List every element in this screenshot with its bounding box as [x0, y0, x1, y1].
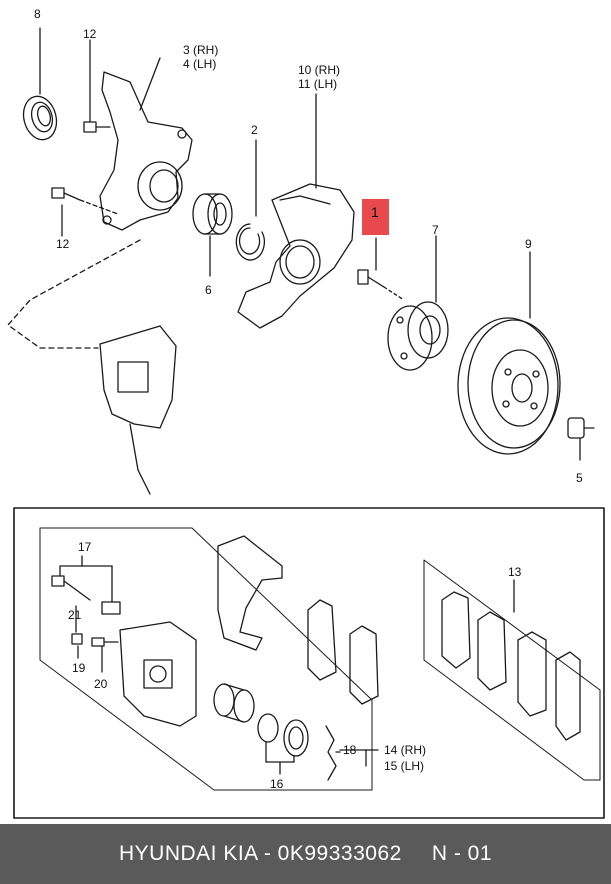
callout-8: 8: [34, 7, 41, 21]
highlighted-callout-1: 1: [362, 199, 389, 235]
inset-pad-set-outline: [423, 559, 601, 781]
callout-16: 16: [270, 777, 284, 791]
callout-9: 9: [525, 237, 532, 251]
oil-seal-part-8: [22, 27, 58, 141]
hub-bearing-part-6: [192, 193, 233, 277]
leader-dashed-caliper: [7, 239, 141, 349]
inset-caliper-body: [119, 621, 197, 727]
bolt-part-12-upper: [83, 39, 111, 133]
callout-10: 10 (RH): [298, 63, 341, 77]
footer-page-number: N - 01: [431, 842, 492, 865]
callout-13: 13: [508, 565, 522, 579]
wheel-hub-part-7: [387, 235, 449, 371]
footer-part-number: HYUNDAI KIA - 0K99333062: [118, 842, 402, 865]
callout-11: 11 (LH): [298, 77, 338, 91]
callout-17: 17: [78, 540, 92, 554]
seals-part-16: [257, 713, 309, 775]
bolt-part-12-lower: [51, 187, 119, 237]
guide-pin-part-17: [51, 555, 121, 615]
inset-brake-pads: [307, 599, 379, 705]
inset-caliper-bracket-outline: [39, 527, 373, 791]
small-bolts-parts-19-20-21: [71, 605, 119, 673]
callout-18: 18: [343, 743, 357, 757]
pad-set-part-13: [441, 579, 581, 741]
callout-14: 14 (RH): [384, 743, 427, 757]
nut-part-5: [567, 417, 595, 461]
steering-knuckle-part-3-4: [99, 57, 193, 231]
callout-19: 19: [72, 661, 86, 675]
callout-4: 4 (LH): [183, 57, 217, 71]
callout-12-lower: 12: [56, 237, 70, 251]
callout-1: 1: [371, 204, 379, 220]
callout-15: 15 (LH): [384, 759, 425, 773]
springs-part-18: [325, 725, 379, 781]
caliper-assembly-top: [99, 325, 177, 495]
callout-20: 20: [94, 677, 108, 691]
callout-12-upper: 12: [83, 27, 97, 41]
callout-6: 6: [205, 283, 212, 297]
caliper-bracket: [217, 535, 283, 651]
callout-21: 21: [68, 608, 82, 622]
hub-bolt-part-1: [357, 237, 405, 301]
inset-box: [13, 507, 605, 819]
snap-ring-part-2: [235, 139, 266, 261]
callout-7: 7: [432, 223, 439, 237]
callout-3: 3 (RH): [183, 43, 219, 57]
piston: [213, 683, 255, 723]
footer-bar: HYUNDAI KIA - 0K99333062 N - 01: [0, 824, 611, 884]
brake-disc-part-9: [457, 251, 561, 455]
dust-cover-part-10-11: [237, 93, 355, 329]
callout-2: 2: [251, 123, 258, 137]
brake-assembly-diagram: [7, 27, 605, 819]
callout-5: 5: [576, 471, 583, 485]
